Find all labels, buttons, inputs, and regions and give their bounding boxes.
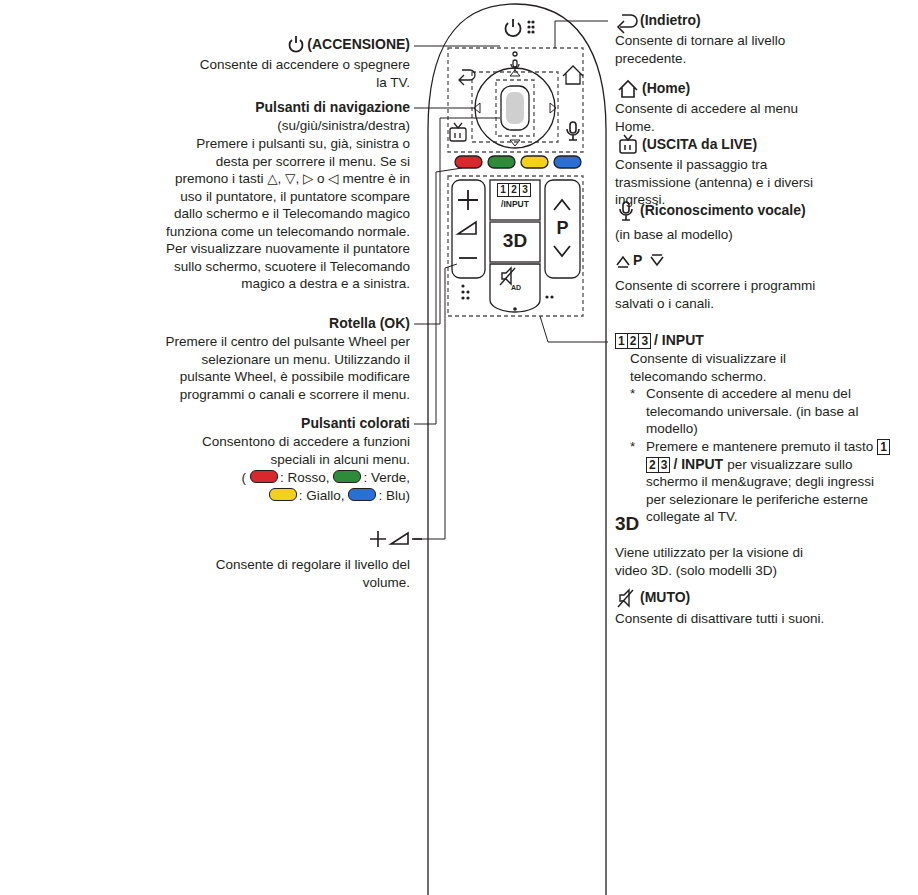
blue-button [554, 156, 581, 168]
callout-block: Premere il centro del pulsante Wheel per… [165, 333, 410, 403]
callout-block: 3D [615, 515, 715, 535]
key-digit: 1 [877, 439, 890, 455]
color-swatch [333, 470, 361, 483]
legend-item: : Rosso, [246, 470, 330, 485]
mute-button [490, 264, 540, 312]
callout-block: Consente di accendere o spegnere la TV. [195, 56, 410, 91]
callout-text: Premere e mantenere premuto il tasto [646, 439, 873, 454]
legend-text: : Verde, [363, 470, 410, 485]
green-button [488, 156, 515, 168]
navigation-ring [475, 68, 555, 148]
callout-block: 123/ INPUT [615, 332, 895, 350]
input-button [490, 180, 540, 220]
legend-item: : Verde, [329, 470, 410, 485]
volume-rocker [452, 180, 485, 278]
callout-block: (Riconoscimento vocale) [640, 202, 910, 220]
callout-block: Consente il passaggio tra trasmissione (… [615, 156, 840, 209]
callout-text: Viene utilizzato per la visione di video… [615, 545, 803, 578]
leader-line [414, 21, 608, 539]
callout-text: Premere i pulsanti su, già, sinistra o d… [166, 136, 410, 291]
callout-heading: P [633, 252, 642, 268]
callout-heading: (Riconoscimento vocale) [640, 202, 806, 218]
callout-block: (su/giù/sinistra/destra) [165, 117, 410, 135]
legend-item: : Giallo, [265, 488, 345, 503]
callout-block: Consente di tornare al livello precedent… [615, 32, 830, 67]
callout-text: Consente di accendere o spegnere la TV. [200, 57, 410, 90]
callout-block: Viene utilizzato per la visione di video… [615, 544, 835, 579]
remote-outline [428, 4, 606, 895]
button-label: P [545, 218, 580, 238]
legend-item: : Blu) [344, 488, 410, 503]
yellow-button [521, 156, 548, 168]
callout-text: Consente di scorrere i programmi salvati… [615, 278, 815, 311]
callout-block: Premere i pulsanti su, già, sinistra o d… [165, 135, 410, 293]
callout-block: (USCITA da LIVE) [642, 136, 902, 154]
power-button [506, 19, 521, 36]
callout-heading: (MUTO) [640, 589, 690, 605]
callout-heading: Pulsanti di navigazione [255, 99, 410, 115]
callout-text: ( [241, 470, 246, 485]
callout-text: Consente di visualizzare il telecomando … [630, 351, 786, 384]
red-button [455, 156, 482, 168]
callout-heading: 3D [615, 513, 639, 534]
color-swatch [348, 488, 376, 501]
callout-block: (Indietro) [640, 12, 910, 30]
button-label: 3 [519, 183, 531, 197]
key-digit: 3 [638, 333, 651, 349]
color-swatch [250, 470, 278, 483]
callout-block: Rotella (OK) [165, 315, 410, 333]
button-label: 3D [490, 230, 540, 251]
legend-text: : Rosso, [280, 470, 330, 485]
callout-heading: Rotella (OK) [329, 315, 410, 331]
callout-text: (in base al modello) [615, 227, 733, 242]
callout-text: Consentono di accedere a funzioni specia… [202, 434, 410, 467]
callout-heading: / INPUT [673, 456, 723, 472]
callout-block: * [630, 385, 644, 403]
callout-text: Consente di accedere al menu Home. [615, 101, 798, 134]
callout-block: Consentono di accedere a funzioni specia… [195, 433, 410, 468]
3d-button [490, 222, 540, 262]
callout-heading: (Home) [642, 80, 690, 96]
callout-heading: / INPUT [654, 332, 704, 348]
callout-block: Consente di accedere al menu Home. [615, 100, 835, 135]
program-rocker [545, 180, 580, 278]
callout-text: * [630, 439, 635, 454]
callout-text: Premere il centro del pulsante Wheel per… [165, 334, 410, 402]
callout-block: Consente di accedere al menu del telecom… [646, 385, 886, 438]
callout-heading: (ACCENSIONE) [307, 36, 410, 52]
callout-block: Consente di regolare il livello del volu… [165, 556, 410, 591]
callout-block: Premere e mantenere premuto il tasto123/… [646, 438, 896, 526]
callout-block: * [630, 438, 644, 456]
callout-text: Consente il passaggio tra trasmissione (… [615, 157, 813, 207]
callout-block: (Home) [642, 80, 902, 98]
callout-text: Consente di regolare il livello del volu… [216, 557, 410, 590]
callout-block: (ACCENSIONE) [165, 36, 410, 54]
callout-block: Consente di scorrere i programmi salvati… [615, 277, 835, 312]
callout-text: Consente di accedere al menu del telecom… [646, 386, 858, 436]
callout-block: (in base al modello) [615, 226, 885, 244]
button-label: /INPUT [490, 199, 540, 210]
home-button [563, 66, 583, 84]
callout-block: Consente di visualizzare il telecomando … [630, 350, 850, 385]
back-button [459, 70, 475, 85]
callout-text: (su/giù/sinistra/destra) [277, 118, 410, 133]
callout-heading: (Indietro) [640, 12, 701, 28]
callout-text: Consente di disattivare tutti i suoni. [615, 611, 824, 626]
callout-block: Pulsanti di navigazione [165, 99, 410, 117]
legend-text: : Blu) [378, 488, 410, 503]
callout-block: P [633, 252, 653, 270]
callout-heading: Pulsanti colorati [301, 415, 410, 431]
wheel-button [501, 86, 529, 130]
button-label: AD [507, 283, 525, 292]
callout-text: * [630, 386, 635, 401]
legend-text: : Giallo, [299, 488, 345, 503]
callout-block: ( : Rosso, : Verde, : Giallo, : Blu) [195, 469, 410, 504]
callout-heading: (USCITA da LIVE) [642, 136, 757, 152]
callout-text: Consente di tornare al livello precedent… [615, 33, 785, 66]
callout-block: Consente di disattivare tutti i suoni. [615, 610, 835, 628]
callout-block: (MUTO) [640, 589, 900, 607]
callout-block: Pulsanti colorati [165, 415, 410, 433]
key-digit: 3 [658, 457, 671, 473]
color-swatch [269, 488, 297, 501]
